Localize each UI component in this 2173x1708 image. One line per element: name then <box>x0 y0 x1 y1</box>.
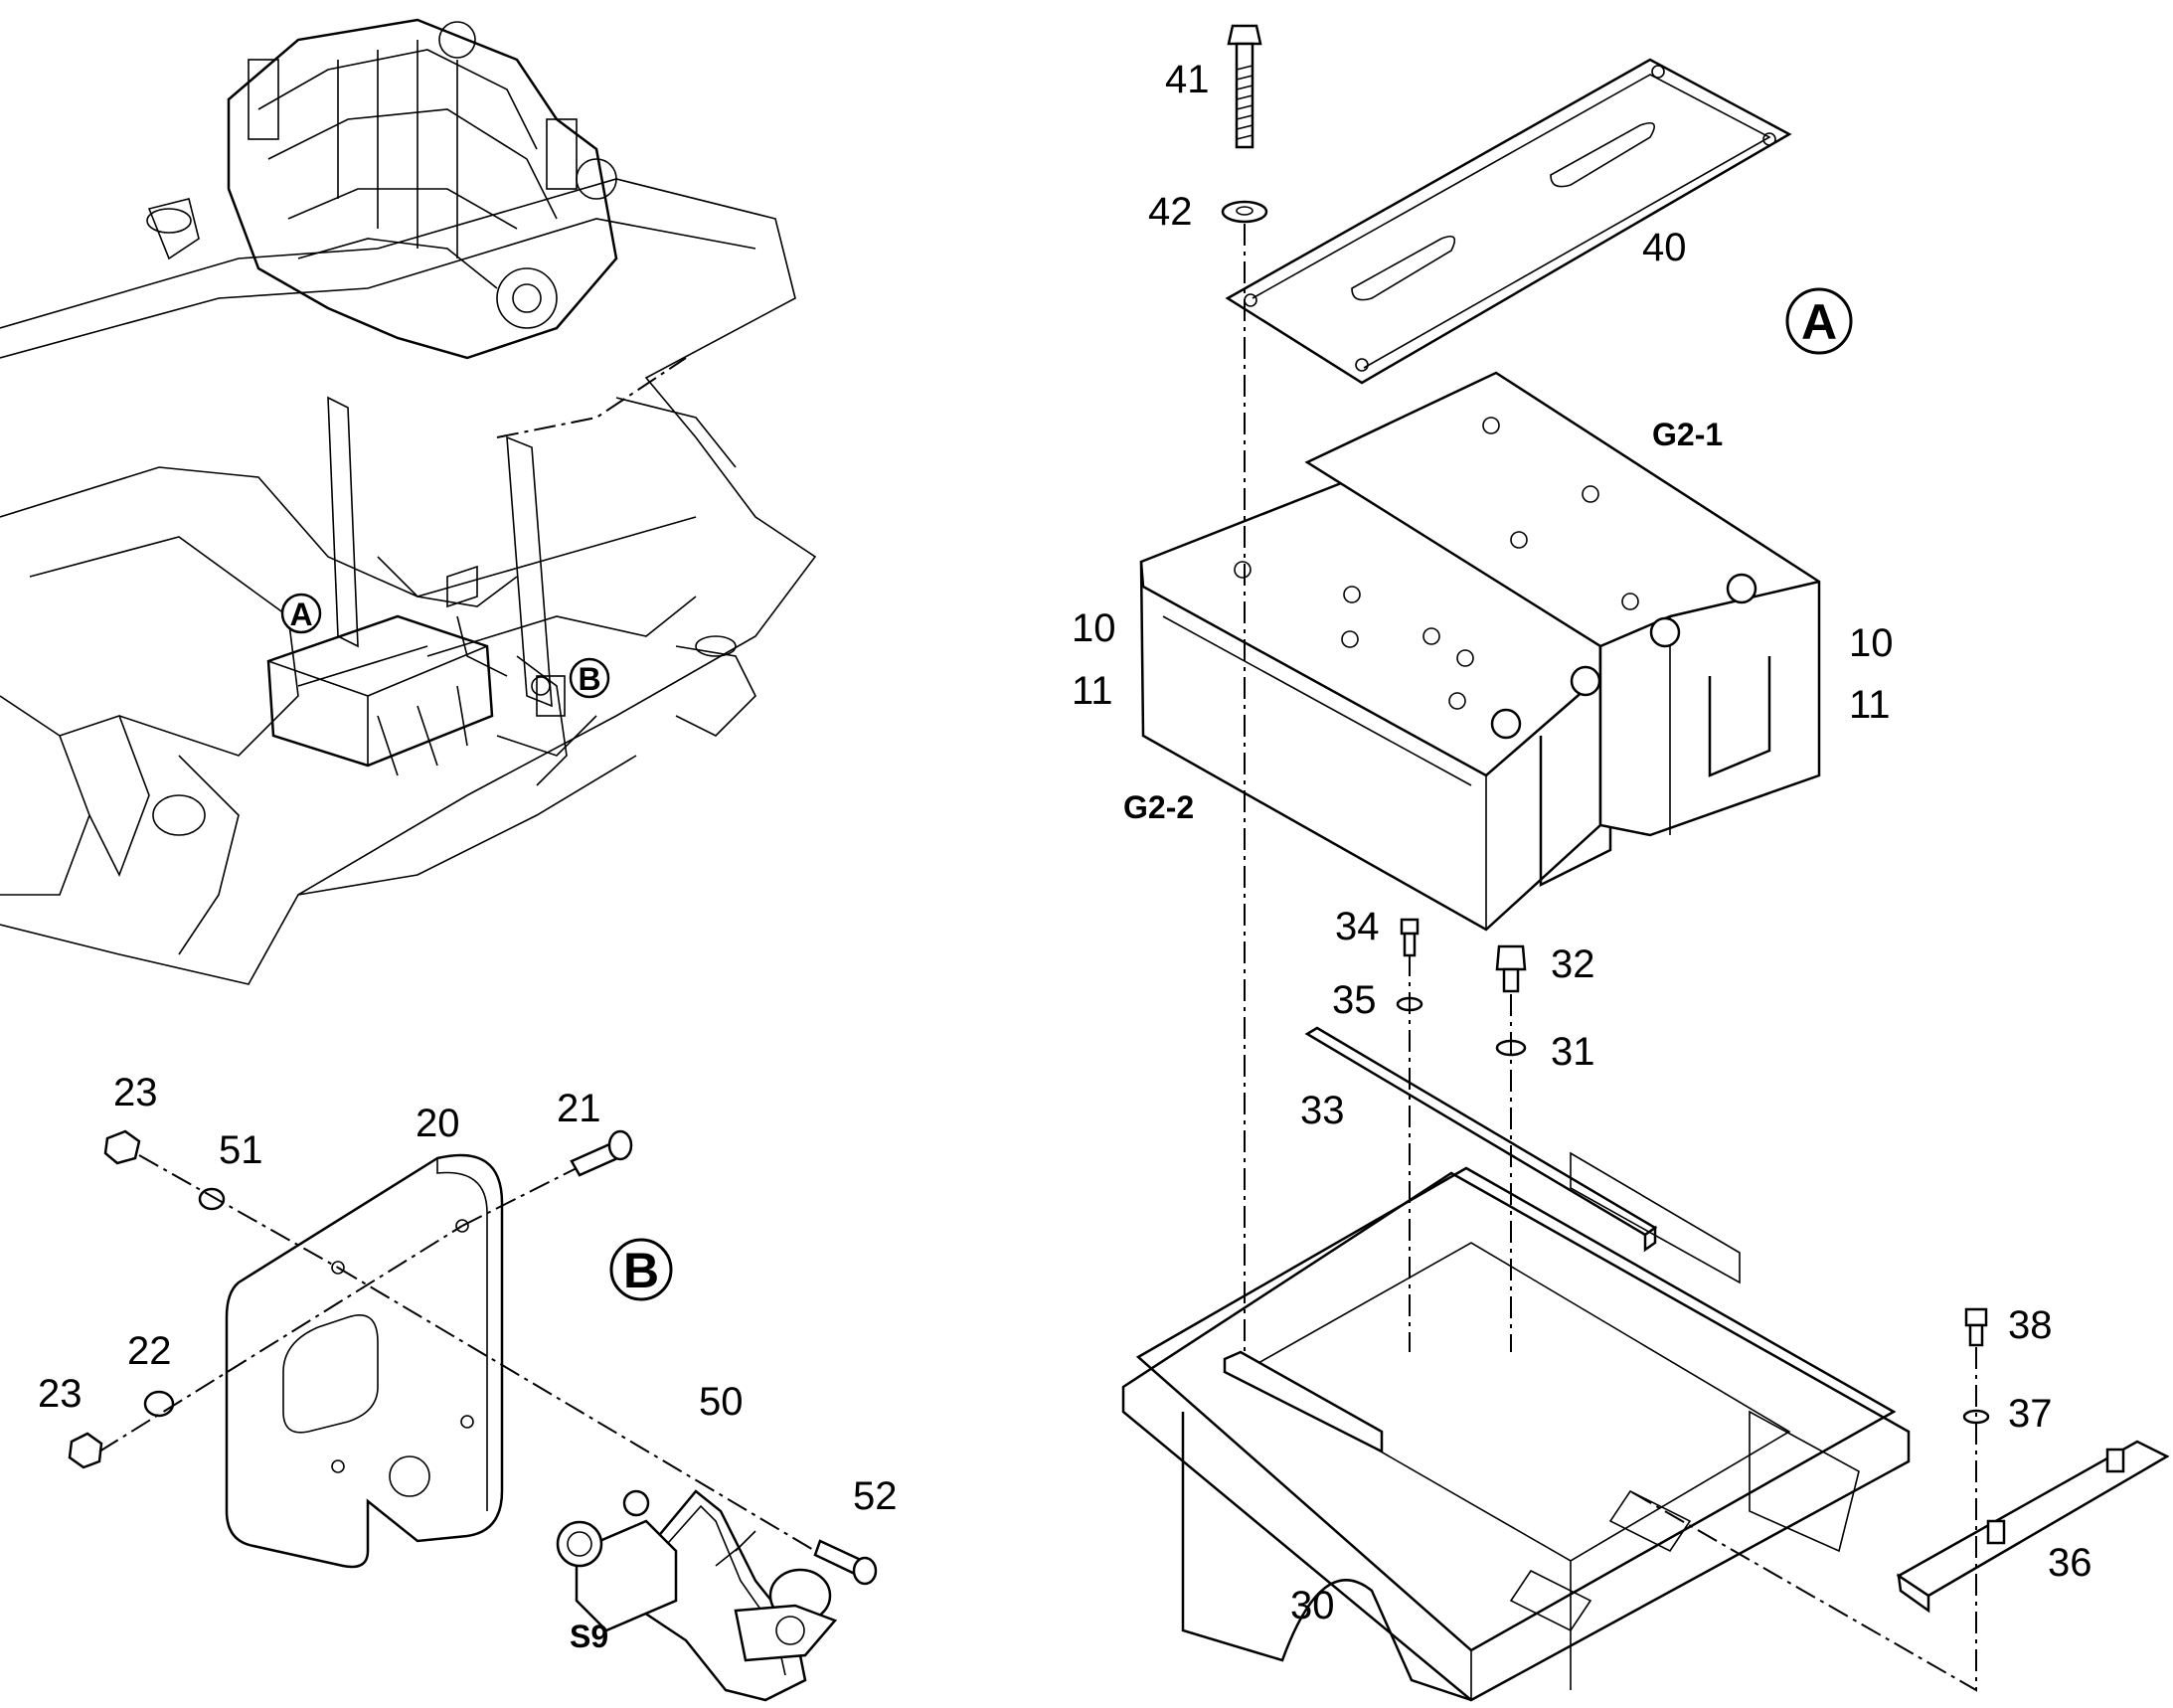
callout-42: 42 <box>1148 190 1193 234</box>
screw-52 <box>813 1539 878 1586</box>
washer-42 <box>1221 200 1268 224</box>
callout-33: 33 <box>1300 1089 1345 1132</box>
callout-36: 36 <box>2048 1541 2092 1585</box>
engine <box>227 18 618 360</box>
view-b-marker: B <box>609 1238 673 1301</box>
overview-marker-a: A <box>280 593 322 634</box>
strap-33 <box>1304 1026 1658 1253</box>
callout-41: 41 <box>1165 58 1210 101</box>
callout-23-bottom: 23 <box>38 1372 83 1416</box>
battery-g2-1 <box>1304 371 1821 837</box>
washer-22 <box>143 1390 175 1418</box>
nut-23-bottom <box>68 1432 103 1469</box>
view-b: B <box>38 1071 898 1702</box>
machine-overview: A B <box>0 18 817 985</box>
callout-40: 40 <box>1642 226 1687 269</box>
view-a: A <box>1072 24 2170 1702</box>
battery-switch-50 <box>556 1489 838 1702</box>
callout-50: 50 <box>699 1380 744 1424</box>
bolt-32 <box>1495 944 1527 993</box>
overview-battery <box>266 614 494 776</box>
callout-38: 38 <box>2008 1303 2053 1347</box>
view-b-letter: B <box>623 1243 659 1298</box>
washer-51 <box>198 1187 226 1211</box>
overview-marker-a-letter: A <box>289 597 312 632</box>
battery-tray-30 <box>1121 1151 1911 1702</box>
callout-23-top: 23 <box>113 1071 158 1114</box>
callout-20: 20 <box>416 1102 460 1145</box>
overview-wiring <box>377 357 687 786</box>
screw-38 <box>1964 1307 1988 1347</box>
plate-40 <box>1225 58 1792 385</box>
callout-34: 34 <box>1335 905 1380 948</box>
view-a-labels: 41 42 40 G2-1 10 11 10 11 G2-2 34 35 32 … <box>1072 58 2092 1627</box>
view-b-labels: 23 51 20 21 22 23 50 52 S9 <box>38 1071 898 1654</box>
screw-34 <box>1400 918 1420 957</box>
callout-52: 52 <box>853 1474 898 1518</box>
bracket-20 <box>225 1153 504 1569</box>
callout-51: 51 <box>219 1128 263 1172</box>
view-a-marker: A <box>1785 287 1853 355</box>
callout-10-left: 10 <box>1072 606 1116 650</box>
label-g2-2: G2-2 <box>1123 789 1194 825</box>
label-g2-1: G2-1 <box>1652 417 1723 452</box>
callout-35: 35 <box>1332 978 1377 1022</box>
rail-36 <box>1896 1440 2170 1614</box>
view-a-assembly-lines <box>1244 224 1977 1692</box>
callout-11-left: 11 <box>1072 669 1113 713</box>
callout-32: 32 <box>1551 942 1595 986</box>
view-b-assembly-lines <box>98 1154 816 1552</box>
nut-23-top <box>103 1129 141 1165</box>
overview-marker-b: B <box>569 657 610 699</box>
overview-marker-b-letter: B <box>578 661 600 697</box>
callout-37: 37 <box>2008 1392 2053 1436</box>
callout-10-right: 10 <box>1849 621 1894 665</box>
battery-g2-2 <box>1139 465 1612 932</box>
callout-22: 22 <box>127 1329 172 1373</box>
bolt-41 <box>1227 24 1262 149</box>
callout-21: 21 <box>557 1087 601 1130</box>
view-a-letter: A <box>1801 294 1837 350</box>
callout-31: 31 <box>1551 1030 1595 1074</box>
callout-30: 30 <box>1290 1584 1335 1627</box>
chassis-frame <box>0 178 817 985</box>
label-s9: S9 <box>570 1619 608 1654</box>
screw-21 <box>570 1129 633 1177</box>
callout-11-right: 11 <box>1849 683 1891 727</box>
